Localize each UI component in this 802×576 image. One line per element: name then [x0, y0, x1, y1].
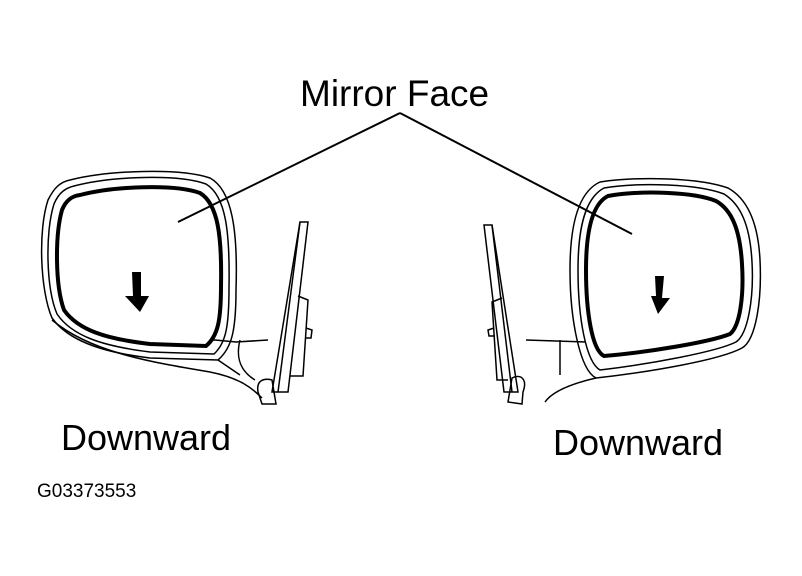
left-downward-label: Downward [61, 417, 232, 458]
down-arrow-icon [125, 272, 149, 312]
right-mirror [483, 177, 762, 405]
mirror-face-label: Mirror Face [300, 73, 490, 114]
left-mirror [40, 170, 313, 405]
figure-id: G03373553 [37, 481, 137, 502]
leader-lines [177, 112, 633, 235]
down-arrow-icon [651, 276, 670, 314]
right-downward-label: Downward [553, 422, 724, 463]
